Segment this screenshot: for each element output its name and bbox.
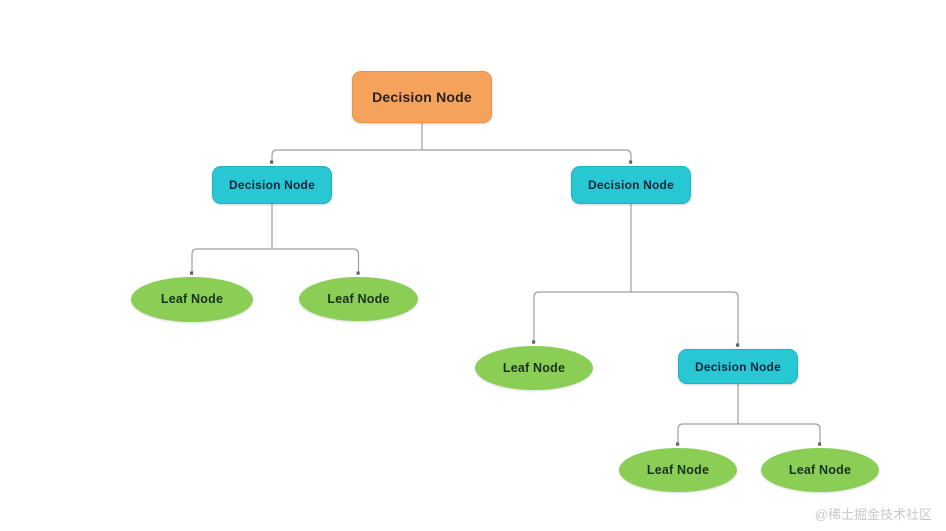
leaf-node[interactable]: Leaf Node bbox=[475, 346, 593, 390]
arrow-head-icon bbox=[736, 343, 740, 347]
node-label: Decision Node bbox=[372, 89, 472, 105]
node-label: Decision Node bbox=[588, 178, 674, 192]
arrow-head-icon bbox=[356, 271, 360, 275]
leaf-node[interactable]: Leaf Node bbox=[131, 277, 253, 322]
leaf-node[interactable]: Leaf Node bbox=[299, 277, 418, 321]
node-label: Decision Node bbox=[229, 178, 315, 192]
node-label: Leaf Node bbox=[160, 292, 224, 307]
arrow-head-icon bbox=[629, 160, 633, 164]
node-label: Leaf Node bbox=[327, 291, 390, 306]
arrow-head-icon bbox=[190, 271, 194, 275]
node-label: Leaf Node bbox=[788, 462, 852, 477]
connector-edge bbox=[270, 149, 422, 164]
connector-edge bbox=[738, 423, 822, 446]
arrow-head-icon bbox=[818, 442, 822, 446]
connector-edge bbox=[422, 149, 633, 164]
watermark: @稀土掘金技术社区 bbox=[814, 507, 932, 522]
decision-node[interactable]: Decision Node bbox=[571, 166, 691, 204]
leaf-node[interactable]: Leaf Node bbox=[761, 448, 879, 492]
node-label: Decision Node bbox=[695, 359, 781, 374]
connector-edge bbox=[676, 423, 738, 446]
node-label: Leaf Node bbox=[646, 462, 710, 477]
arrow-head-icon bbox=[270, 160, 274, 164]
node-label: Leaf Node bbox=[502, 360, 566, 375]
arrow-head-icon bbox=[676, 442, 680, 446]
connector-edge bbox=[272, 248, 360, 275]
root-decision-node[interactable]: Decision Node bbox=[352, 71, 492, 123]
connector-edge bbox=[190, 248, 272, 275]
decision-node[interactable]: Decision Node bbox=[678, 349, 798, 384]
decision-node[interactable]: Decision Node bbox=[212, 166, 332, 204]
connector-edge bbox=[631, 291, 740, 347]
connector-edge bbox=[532, 291, 631, 344]
arrow-head-icon bbox=[532, 340, 536, 344]
leaf-node[interactable]: Leaf Node bbox=[619, 448, 737, 492]
